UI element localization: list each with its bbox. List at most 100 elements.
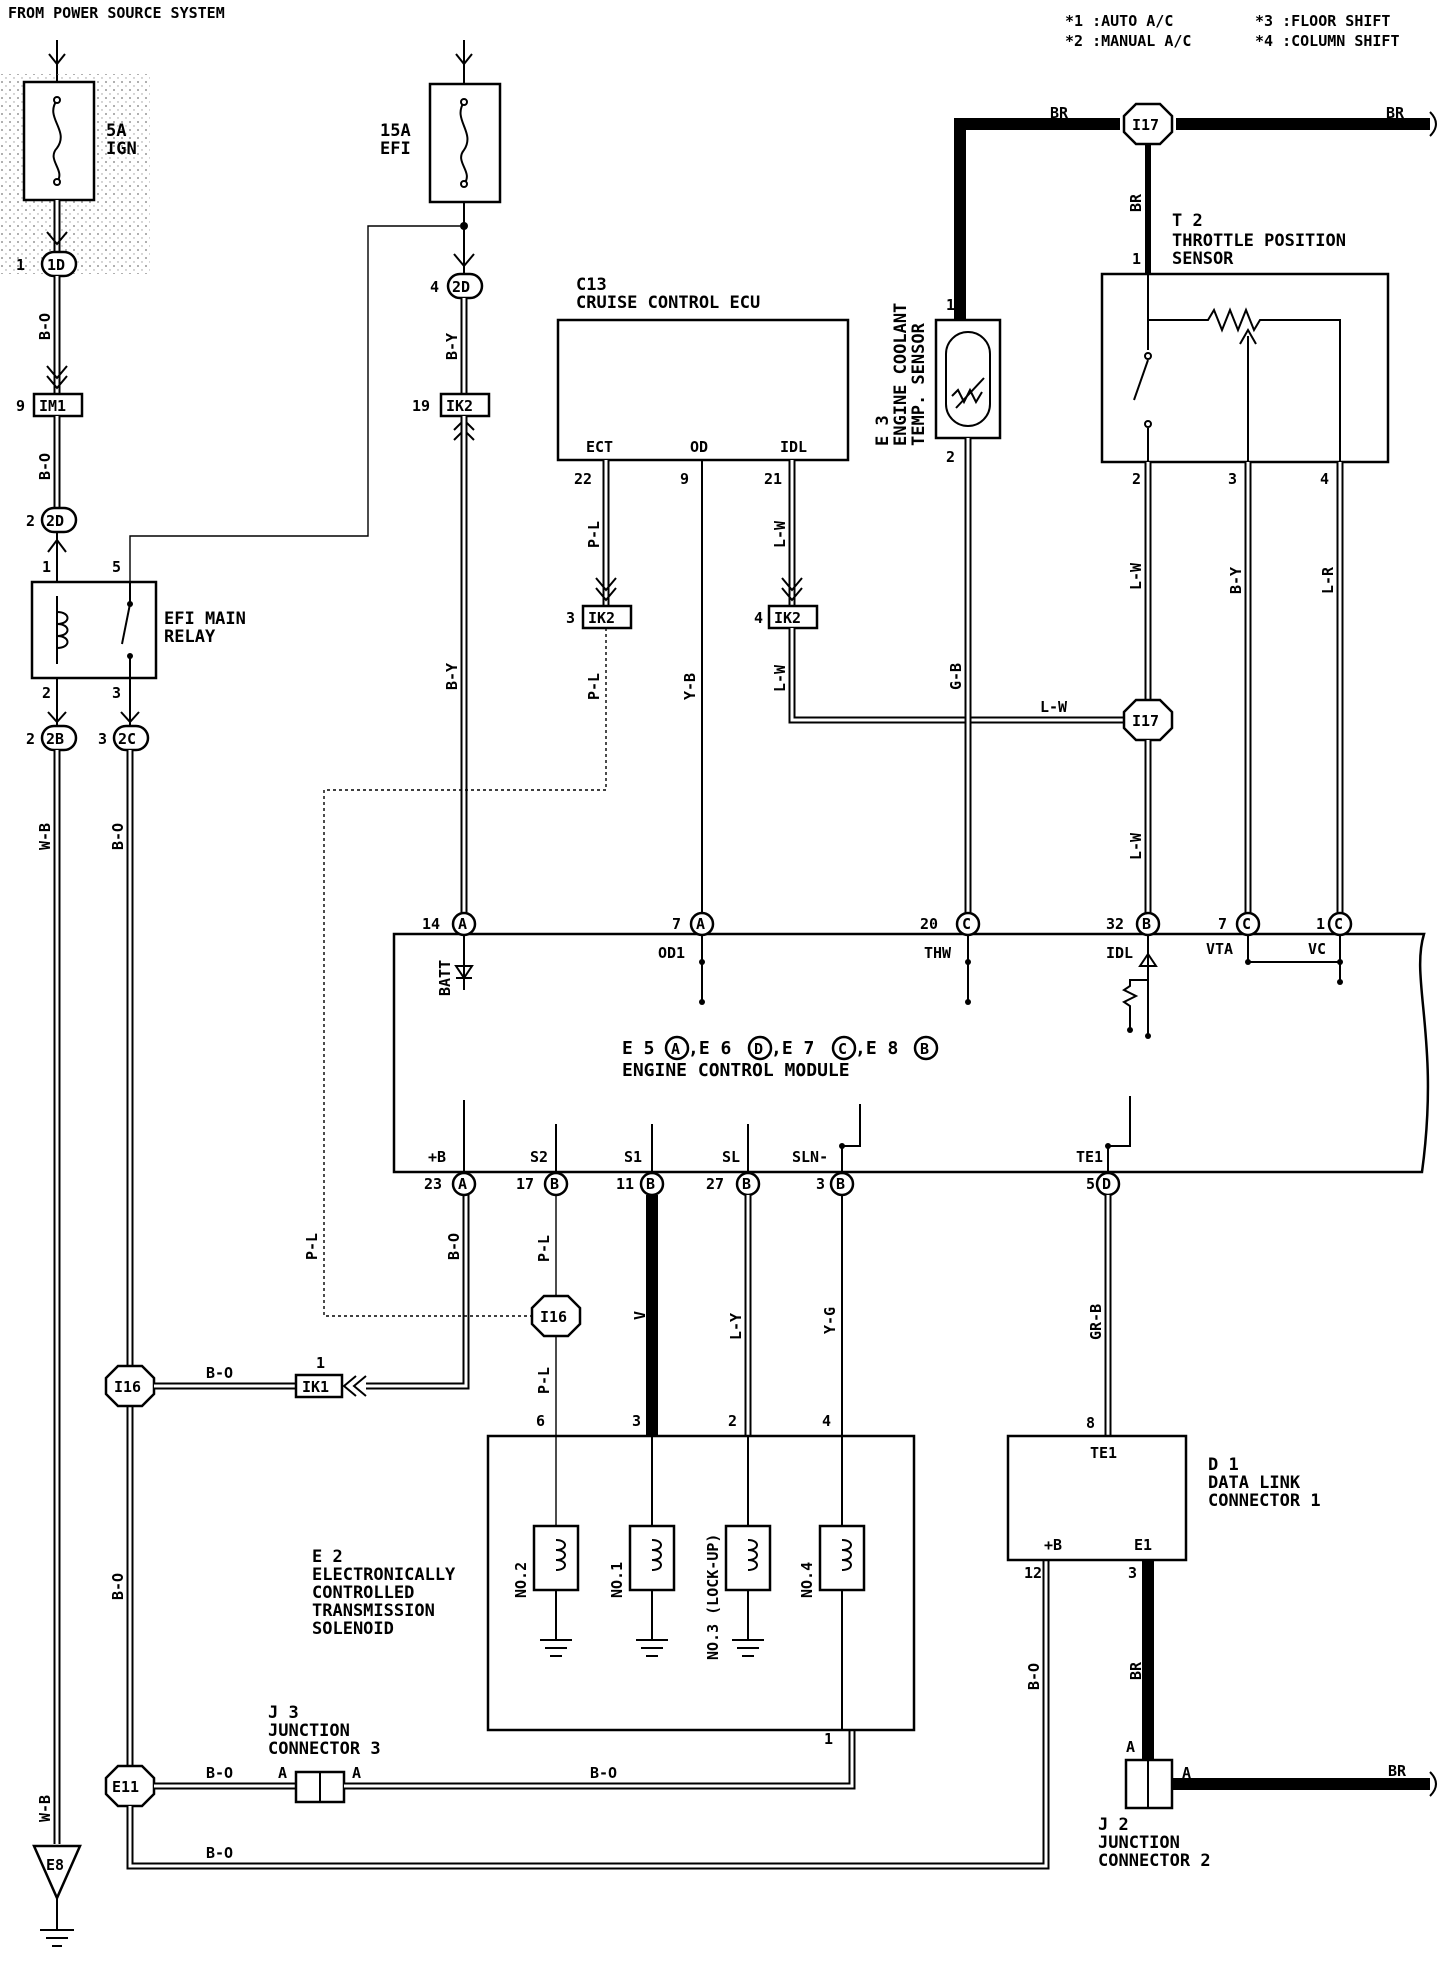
- svg-text:IK2: IK2: [588, 609, 615, 627]
- ecm-pin-od1: A 7 OD1: [658, 911, 715, 1005]
- svg-text:IDL: IDL: [1106, 944, 1133, 962]
- svg-text:A: A: [696, 915, 705, 933]
- svg-text:A: A: [671, 1040, 680, 1058]
- ign-fuse-name: IGN: [106, 139, 137, 159]
- svg-text:BATT: BATT: [436, 960, 454, 996]
- wire-label: BR: [1386, 104, 1405, 122]
- svg-text:22: 22: [574, 470, 592, 488]
- svg-text:32: 32: [1106, 915, 1124, 933]
- wire-label: L-Y: [727, 1313, 745, 1340]
- svg-text:I17: I17: [1132, 116, 1159, 134]
- svg-text:CONTROLLED: CONTROLLED: [312, 1583, 414, 1603]
- efi-fuse-amp: 15A: [380, 121, 411, 141]
- svg-text:CONNECTOR 3: CONNECTOR 3: [268, 1739, 381, 1759]
- arrow-icon: [781, 577, 803, 602]
- svg-text:2C: 2C: [118, 730, 136, 748]
- svg-text:7: 7: [672, 915, 681, 933]
- wire-label: P-L: [535, 1367, 553, 1394]
- wire-label: L-W: [1040, 698, 1068, 716]
- svg-text:12: 12: [1024, 1564, 1042, 1582]
- svg-text:J 2: J 2: [1098, 1815, 1129, 1835]
- svg-text:T 2: T 2: [1172, 211, 1203, 231]
- svg-text:+B: +B: [428, 1148, 446, 1166]
- connector-IM1: IM1 9: [16, 392, 84, 418]
- wire-label: P-L: [585, 673, 603, 700]
- wire-label: L-W: [771, 520, 789, 548]
- svg-text:SENSOR: SENSOR: [1172, 249, 1234, 269]
- junction-I16-left: I16: [104, 1364, 156, 1408]
- svg-text:,E 6: ,E 6: [688, 1038, 731, 1059]
- wire-label: L-R: [1319, 566, 1337, 594]
- ecm-pin-batt: A 14 BATT: [422, 911, 477, 996]
- svg-text:E 2: E 2: [312, 1547, 343, 1567]
- svg-text:27: 27: [706, 1175, 724, 1193]
- relay-name: RELAY: [164, 627, 216, 647]
- wire-label: P-L: [535, 1235, 553, 1262]
- ecm-pin-idl: B 32 IDL: [1106, 911, 1161, 1039]
- wire-label: L-W: [1127, 832, 1145, 860]
- solenoid-coil-no4: NO.4: [798, 1436, 866, 1730]
- svg-text:OD: OD: [690, 438, 708, 456]
- connector-2B: 2B 2: [26, 724, 78, 752]
- wire-label: B-O: [36, 453, 54, 480]
- svg-text:THW: THW: [924, 944, 952, 962]
- junction-I17-top: I17: [1122, 102, 1174, 146]
- svg-text:19: 19: [412, 397, 430, 415]
- svg-text:J 3: J 3: [268, 1703, 299, 1723]
- svg-text:TE1: TE1: [1076, 1148, 1103, 1166]
- wire-label: P-L: [303, 1233, 321, 1260]
- svg-text:IM1: IM1: [39, 397, 66, 415]
- svg-text:C: C: [962, 915, 971, 933]
- svg-text:E1: E1: [1134, 1536, 1152, 1554]
- svg-text:ECT: ECT: [586, 438, 613, 456]
- wire-label: BR: [1050, 104, 1069, 122]
- connector-IK2-19: IK2 19: [412, 392, 491, 418]
- svg-text:14: 14: [422, 915, 440, 933]
- ecm-pin-te1: TE1 D 5: [1076, 1096, 1131, 1197]
- svg-text:3: 3: [112, 684, 121, 702]
- throttle-position-sensor: T 2 THROTTLE POSITION SENSOR 1: [1100, 211, 1390, 464]
- connector-2D-top: 2D 4: [430, 272, 484, 300]
- svg-text:2D: 2D: [46, 512, 64, 530]
- wire-label: B-O: [206, 1364, 233, 1382]
- wire-label: W-B: [36, 823, 54, 850]
- solenoid-coil-no1: NO.1: [608, 1436, 676, 1657]
- connector-IK1: IK1 1: [294, 1354, 344, 1399]
- svg-text:3: 3: [816, 1175, 825, 1193]
- wire-label: B-O: [206, 1764, 233, 1782]
- svg-text:IK1: IK1: [302, 1378, 329, 1396]
- svg-text:C13: C13: [576, 275, 607, 295]
- svg-text:4: 4: [1320, 470, 1329, 488]
- source-label: FROM POWER SOURCE SYSTEM: [8, 4, 225, 22]
- svg-text:NO.2: NO.2: [512, 1562, 530, 1598]
- ecm-title: E 5 A ,E 6 D ,E 7 C ,E 8 B ENGINE CONTRO…: [622, 1035, 939, 1081]
- svg-text:D: D: [754, 1040, 763, 1058]
- connector-1D: 1D 1: [16, 250, 78, 278]
- svg-text:B: B: [920, 1040, 929, 1058]
- junction-I16-mid: I16: [530, 1294, 582, 1338]
- svg-text:NO.4: NO.4: [798, 1562, 816, 1598]
- wire-label: B-Y: [443, 333, 461, 360]
- svg-text:20: 20: [920, 915, 938, 933]
- svg-text:2D: 2D: [452, 278, 470, 296]
- arrow-icon: [46, 365, 68, 390]
- ground-icon: [732, 1639, 764, 1657]
- ecm-pin-plus-b: +B A 23: [424, 1100, 477, 1197]
- svg-text:VTA: VTA: [1206, 940, 1233, 958]
- ign-fuse: 5A IGN: [0, 40, 150, 274]
- svg-text:2B: 2B: [46, 730, 64, 748]
- efi-main-relay: EFI MAIN RELAY 1 5 2 3: [30, 558, 246, 702]
- wire-label: B-O: [206, 1844, 233, 1862]
- svg-text:CONNECTOR 2: CONNECTOR 2: [1098, 1851, 1211, 1871]
- svg-text:+B: +B: [1044, 1536, 1062, 1554]
- ground-E8: E8: [32, 1844, 82, 1947]
- svg-text:2: 2: [26, 512, 35, 530]
- svg-text:A: A: [352, 1764, 361, 1782]
- relay-name: EFI MAIN: [164, 609, 246, 629]
- svg-text:JUNCTION: JUNCTION: [1098, 1833, 1180, 1853]
- svg-text:SOLENOID: SOLENOID: [312, 1619, 394, 1639]
- svg-text:DATA LINK: DATA LINK: [1208, 1473, 1301, 1493]
- ground-icon: [636, 1639, 668, 1657]
- legend-item: *4 :COLUMN SHIFT: [1255, 32, 1400, 50]
- svg-text:3: 3: [1228, 470, 1237, 488]
